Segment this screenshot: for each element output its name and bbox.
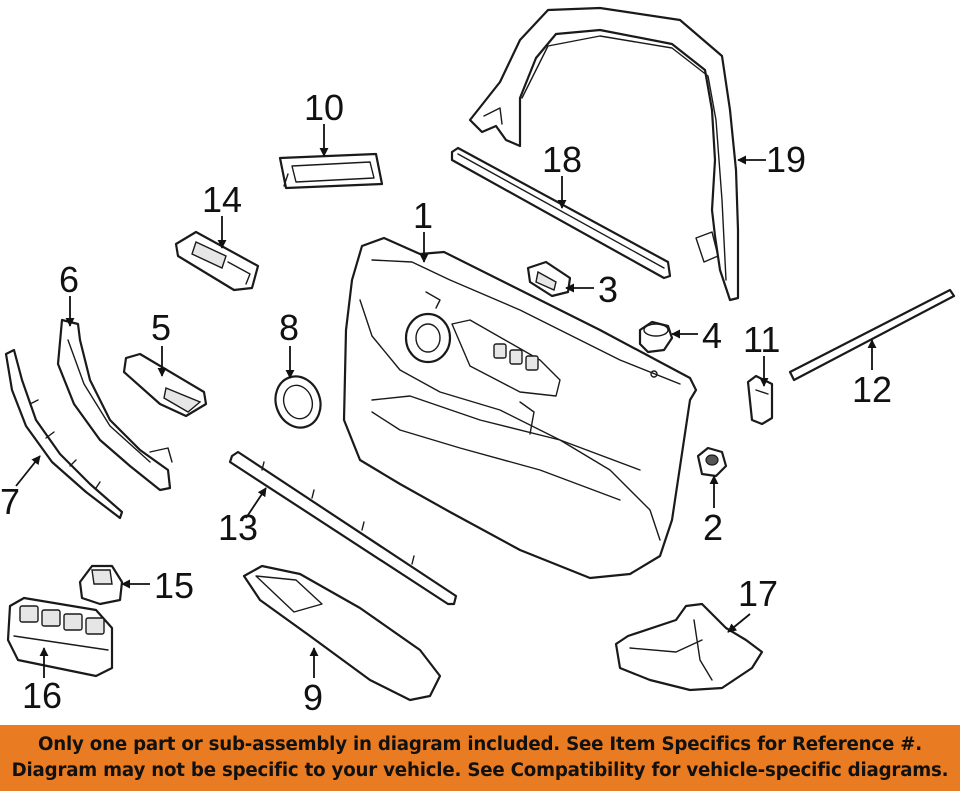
part-9-armrest-pad [242, 564, 442, 702]
callout-13: 13 [218, 507, 258, 548]
callout-12: 12 [852, 369, 892, 410]
part-7-strip [4, 348, 124, 520]
callout-9: 9 [303, 677, 323, 718]
part-3-clip [526, 260, 572, 298]
part-13-lower-strip [228, 450, 458, 606]
part-5-handle [122, 352, 208, 418]
part-8-speaker-ring [274, 375, 322, 429]
callout-15: 15 [154, 565, 194, 606]
callout-17: 17 [738, 573, 778, 614]
part-18-weatherstrip [450, 146, 672, 280]
callout-14: 14 [202, 179, 242, 220]
parts-diagram: 1 2 3 4 5 6 7 8 9 10 11 12 13 14 15 16 1… [0, 6, 956, 718]
disclaimer-line-1: Only one part or sub-assembly in diagram… [37, 734, 923, 755]
callout-5: 5 [151, 307, 171, 348]
disclaimer-banner: Only one part or sub-assembly in diagram… [0, 725, 960, 791]
part-15-switch [78, 564, 124, 606]
callout-8: 8 [279, 307, 299, 348]
part-10-bezel [278, 152, 384, 190]
callout-19: 19 [766, 139, 806, 180]
callout-labels: 1 2 3 4 5 6 7 8 9 10 11 12 13 14 15 16 1… [0, 87, 892, 718]
part-19-window-frame [468, 6, 740, 302]
callout-16: 16 [22, 675, 62, 716]
callout-10: 10 [304, 87, 344, 128]
part-16-switch-block [6, 596, 114, 678]
leader-lines [15, 124, 877, 678]
part-6-trim [56, 318, 173, 492]
part-14-switch [174, 230, 260, 292]
part-11-connector [746, 374, 774, 426]
part-17-bracket [614, 602, 764, 692]
callout-2: 2 [703, 507, 723, 548]
part-2-fastener [696, 446, 728, 478]
part-12-rod [788, 288, 956, 382]
callout-11: 11 [743, 319, 780, 360]
disclaimer-line-2: Diagram may not be specific to your vehi… [11, 760, 949, 781]
callout-18: 18 [542, 139, 582, 180]
callout-7: 7 [0, 481, 20, 522]
callout-4: 4 [702, 315, 722, 356]
callout-1: 1 [413, 195, 433, 236]
callout-3: 3 [598, 269, 618, 310]
callout-6: 6 [59, 259, 79, 300]
part-1-door-panel [342, 236, 698, 580]
part-4-nut [638, 320, 674, 354]
